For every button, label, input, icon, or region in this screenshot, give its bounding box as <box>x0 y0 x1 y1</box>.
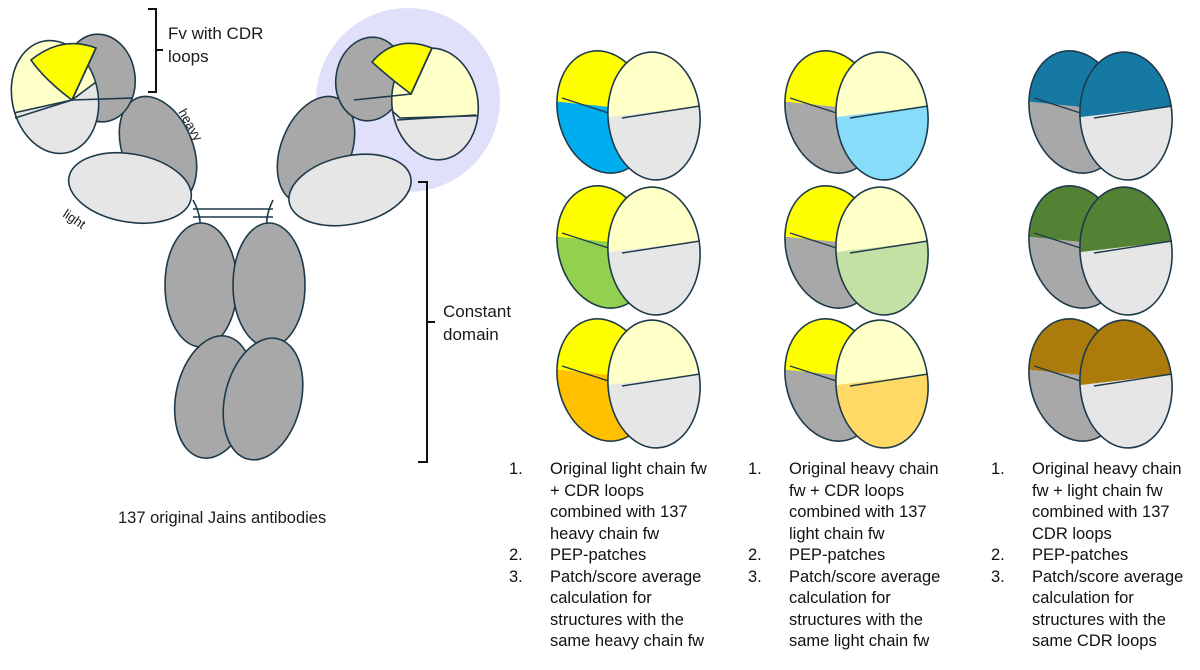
fv-heavy-lobe <box>1079 319 1173 449</box>
step-item: 1. Original light chain fw + CDR loops comb… <box>509 459 707 545</box>
step-text-line: PEP-patches <box>789 546 886 564</box>
step-number: 2. <box>509 546 523 564</box>
step-number: 2. <box>748 546 762 564</box>
fv-heavy-lobe <box>835 51 929 181</box>
step-text-line: structures with the <box>789 610 923 629</box>
step-number: 3. <box>748 567 762 586</box>
fv-variant-teal <box>1016 40 1177 184</box>
step-list-1: 1. Original light chain fw + CDR loops comb… <box>509 459 707 653</box>
step-text-line: light chain fw <box>789 524 885 543</box>
fv-variant-blue <box>544 40 705 184</box>
fv-heavy-lobe <box>835 186 929 316</box>
step-item: 1. Original heavy chain fw + light chain f… <box>991 459 1183 545</box>
step-number: 3. <box>991 567 1005 586</box>
step-text-line: calculation for <box>550 589 652 607</box>
antibody-caption: 137 original Jains antibodies <box>118 509 326 527</box>
step-number: 1. <box>748 460 762 478</box>
step-list-3: 1. Original heavy chain fw + light chain f… <box>991 459 1183 653</box>
fv-variant-light-green <box>772 175 933 319</box>
antibody <box>1 32 486 461</box>
step-item: 2. PEP-patches <box>991 545 1183 567</box>
step-item: 2. PEP-patches <box>509 545 707 567</box>
step-text-line: Original heavy chain <box>789 460 939 478</box>
step-text-line: Original light chain fw <box>550 460 707 478</box>
step-text-line: same light chain fw <box>789 632 930 650</box>
step-text-line: fw + light chain fw <box>1032 481 1163 500</box>
step-text-line: combined with 137 <box>550 503 688 521</box>
fv-heavy-lobe <box>1079 186 1173 316</box>
fv-variant-brown <box>1016 308 1177 452</box>
fv-label-line1: Fv with CDR <box>168 24 263 43</box>
step-number: 1. <box>509 460 523 478</box>
step-number: 2. <box>991 546 1005 564</box>
step-text-line: calculation for <box>789 589 891 607</box>
step-text-line: Patch/score average <box>550 567 702 586</box>
fv-bracket <box>148 8 163 93</box>
fv-variant-orange <box>544 308 705 452</box>
fv-label-line2: loops <box>168 47 209 66</box>
step-item: 2. PEP-patches <box>748 545 940 567</box>
constant-label-line1: Constant <box>443 302 511 321</box>
step-item: 3. Patch/score average calculation for stru… <box>509 567 707 653</box>
constant-bracket <box>418 181 435 463</box>
step-text-line: calculation for <box>1032 589 1134 607</box>
step-text-line: structures with the <box>550 610 684 629</box>
step-text-line: PEP-patches <box>550 546 647 564</box>
step-number: 1. <box>991 460 1005 478</box>
light-chain-label: light <box>60 206 88 232</box>
step-text-line: PEP-patches <box>1032 546 1129 564</box>
step-item: 1. Original heavy chain fw + CDR loops comb… <box>748 459 940 545</box>
step-text-line: combined with 137 <box>789 503 927 521</box>
fv-heavy-lobe <box>607 319 701 449</box>
fv-heavy-lobe <box>835 319 929 449</box>
step-text-line: combined with 137 <box>1032 503 1170 521</box>
step-text-line: same heavy chain fw <box>550 632 705 650</box>
step-text-line: structures with the <box>1032 610 1166 629</box>
fv-variant-grid <box>544 40 1177 452</box>
fv-variant-light-orange <box>772 308 933 452</box>
step-text-line: CDR loops <box>1032 524 1112 543</box>
fv-heavy-lobe <box>607 51 701 181</box>
step-text-line: heavy chain fw <box>550 524 660 543</box>
step-list-2: 1. Original heavy chain fw + CDR loops comb… <box>748 459 940 653</box>
step-item: 3. Patch/score average calculation for stru… <box>748 567 940 653</box>
fv-variant-light-blue <box>772 40 933 184</box>
fv-variant-dark-green <box>1016 175 1177 319</box>
fv-heavy-lobe <box>1079 51 1173 181</box>
step-text-line: Patch/score average <box>1032 567 1184 586</box>
constant-label-line2: domain <box>443 325 499 344</box>
step-number: 3. <box>509 567 523 586</box>
step-item: 3. Patch/score average calculation for stru… <box>991 567 1183 653</box>
step-text-line: same CDR loops <box>1032 632 1157 650</box>
fv-heavy-lobe <box>607 186 701 316</box>
step-text-line: fw + CDR loops <box>789 481 905 500</box>
step-text-line: + CDR loops <box>550 481 644 500</box>
fv-variant-green <box>544 175 705 319</box>
step-text-line: Original heavy chain <box>1032 460 1182 478</box>
step-text-line: Patch/score average <box>789 567 941 586</box>
